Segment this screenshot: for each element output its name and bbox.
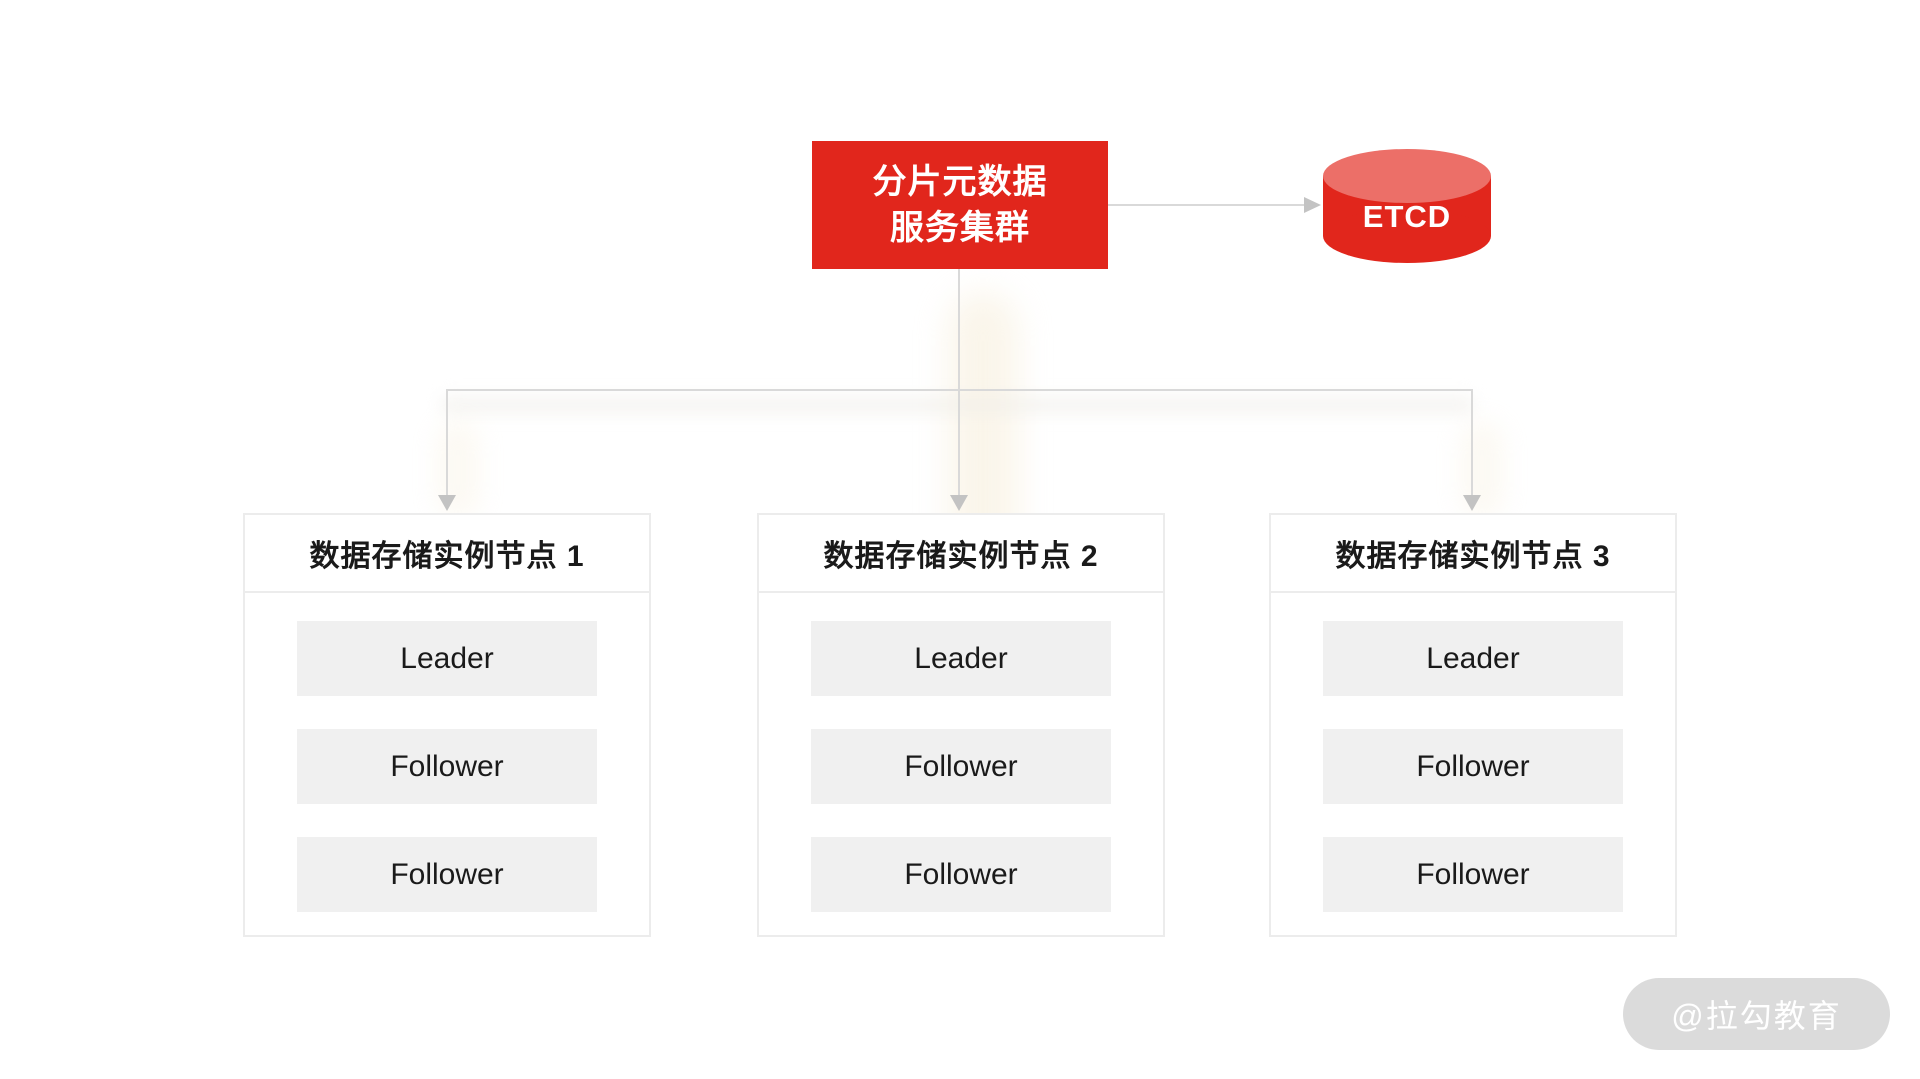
connector-left-vertical [446,389,448,497]
follower-box: Follower [1323,837,1623,912]
follower-box: Follower [297,729,597,804]
storage-node-3-box: 数据存储实例节点 3 Leader Follower Follower [1269,513,1677,937]
database-cylinder-icon [1323,149,1491,263]
storage-node-1-title: 数据存储实例节点 1 [245,515,649,593]
connector-topbox-to-etcd [1108,204,1306,206]
etcd-database: ETCD [1323,148,1491,263]
storage-node-3-body: Leader Follower Follower [1271,593,1675,912]
storage-node-2-box: 数据存储实例节点 2 Leader Follower Follower [757,513,1165,937]
connector-horizontal [446,389,1473,391]
lagou-watermark-badge: @拉勾教育 [1623,978,1890,1050]
storage-node-2-body: Leader Follower Follower [759,593,1163,912]
follower-box: Follower [1323,729,1623,804]
etcd-label: ETCD [1362,198,1452,234]
shard-metadata-cluster-box: 分片元数据 服务集群 [812,141,1108,269]
storage-node-1-body: Leader Follower Follower [245,593,649,912]
follower-box: Follower [297,837,597,912]
follower-box: Follower [811,729,1111,804]
leader-box: Leader [1323,621,1623,696]
connector-center-vertical [958,269,960,500]
follower-box: Follower [811,837,1111,912]
shard-metadata-cluster-label-line2: 服务集群 [890,209,1030,247]
storage-node-3-title: 数据存储实例节点 3 [1271,515,1675,593]
arrow-down-icon [1463,495,1481,511]
arrow-right-icon [1304,197,1321,213]
leader-box: Leader [297,621,597,696]
shard-metadata-cluster-label-line1: 分片元数据 [872,163,1048,201]
storage-node-1-box: 数据存储实例节点 1 Leader Follower Follower [243,513,651,937]
arrow-down-icon [950,495,968,511]
arrow-down-icon [438,495,456,511]
leader-box: Leader [811,621,1111,696]
connector-right-vertical [1471,389,1473,497]
storage-node-2-title: 数据存储实例节点 2 [759,515,1163,593]
